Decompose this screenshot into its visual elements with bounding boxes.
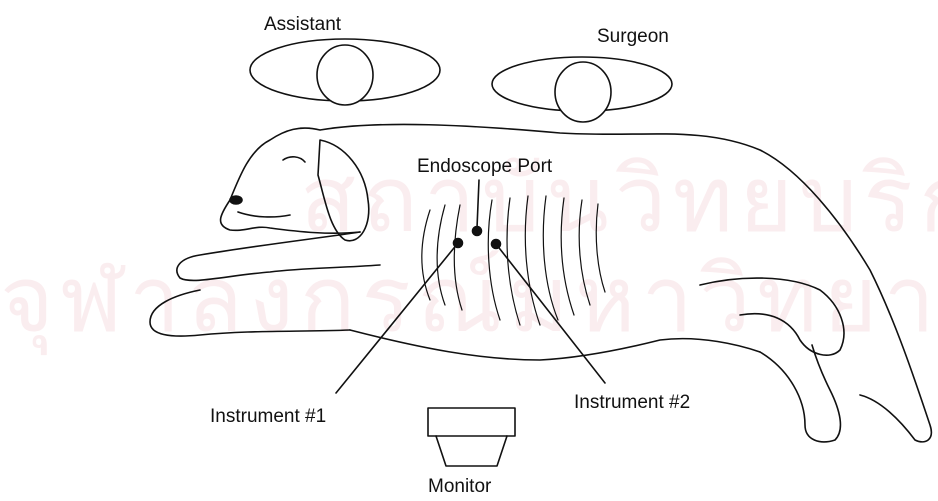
dog-hindleg-lower [760,345,840,442]
assistant-head [317,45,373,105]
instrument-1-label: Instrument #1 [210,406,326,428]
rib [488,200,500,320]
dog-nose [230,196,242,204]
rib [454,205,462,310]
dog-ear [318,140,369,241]
surgeon-head [555,62,611,122]
rib [561,198,574,315]
rib [579,200,590,305]
rib [525,196,540,325]
instrument-1-marker [336,239,463,394]
endoscope-port-label: Endoscope Port [417,156,552,178]
instrument-1-line [336,243,458,393]
endoscope-port-marker [473,180,482,236]
endoscope-port-pointer [477,180,479,228]
monitor-label: Monitor [428,476,491,498]
monitor-base [436,436,507,466]
surgeon-figure [492,57,672,122]
instrument-2-line [496,244,605,383]
endoscope-port-dot [473,227,482,236]
monitor-screen [428,408,515,436]
dog-hindleg-upper [700,278,844,355]
instrument-2-marker [492,240,606,384]
monitor-shape [428,408,515,466]
dog-mouth [238,212,290,217]
assistant-figure [250,39,440,105]
assistant-label: Assistant [264,14,341,36]
rib-cage [422,196,605,325]
dog-belly [350,330,760,360]
dog-eye [283,157,305,162]
rib [437,205,445,305]
rib [543,196,558,320]
dog-foreleg-lower [150,290,350,336]
rib [596,204,605,292]
dog-foreleg-upper [177,232,380,280]
instrument-2-label: Instrument #2 [574,392,690,414]
surgeon-label: Surgeon [597,26,669,48]
